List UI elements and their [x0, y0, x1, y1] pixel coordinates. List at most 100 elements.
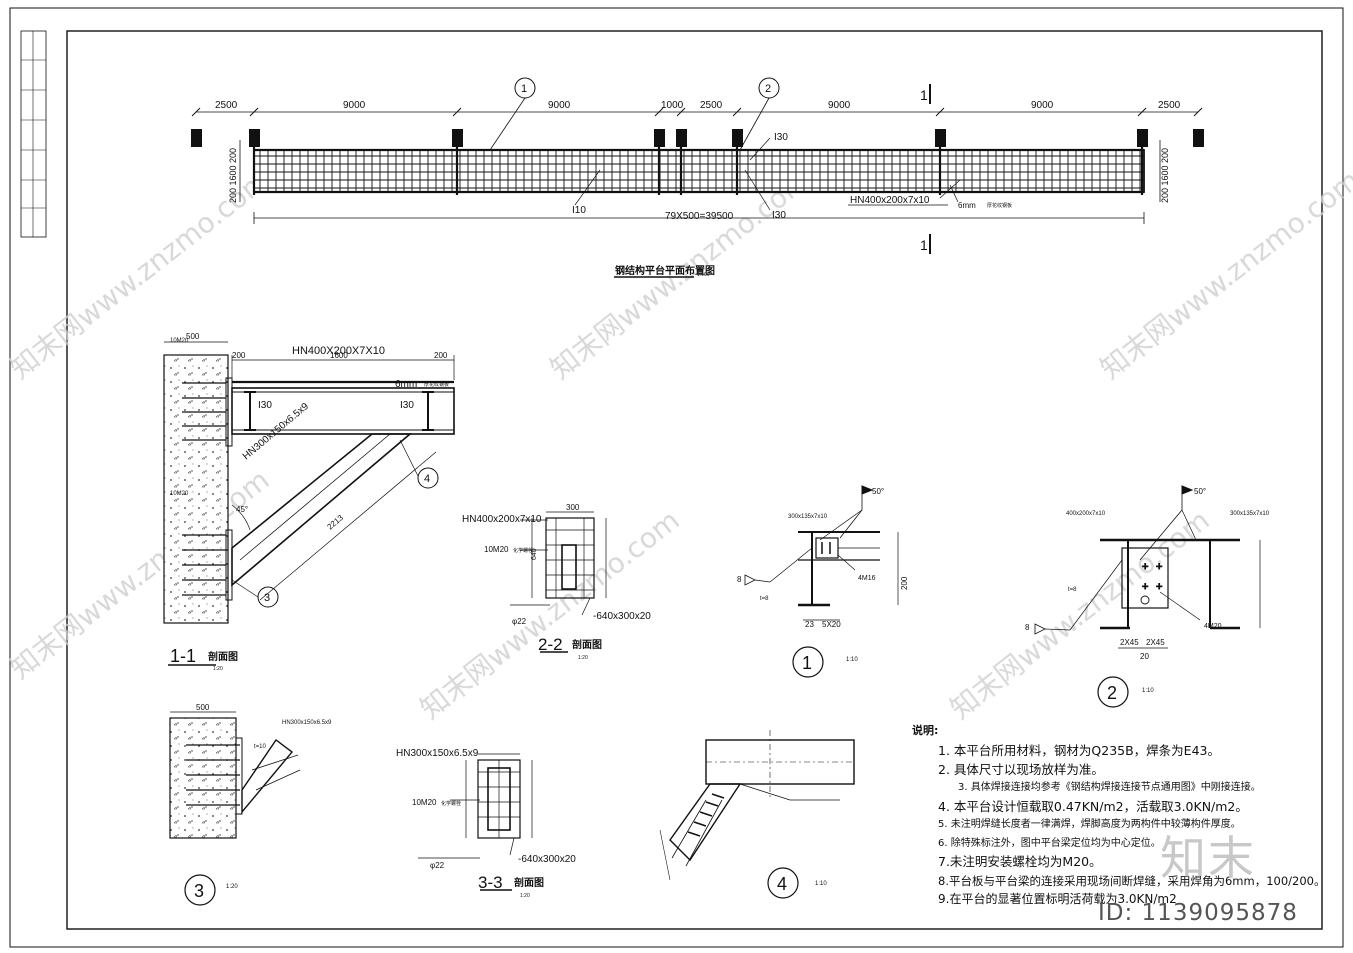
det2-beam-l: 400x200x7x10	[1066, 511, 1106, 517]
det4-scale: 1:10	[815, 881, 827, 887]
plan-beam-label: HN400x200x7x10	[850, 195, 930, 206]
section-3-3-labels: HN300x150x6.5x9 10M20 化学螺栓 -640x300x20 φ…	[396, 748, 576, 899]
detail-3-labels: 500 HN300x150x6.5x9 t=10 3 1:20	[194, 703, 332, 901]
svg-text:+: +	[1156, 561, 1162, 573]
plan-column	[732, 129, 743, 147]
det1-angle: 50°	[872, 487, 884, 496]
plan-labels: 2500 9000 9000 1000 2500 9000 9000 2500 …	[215, 83, 1181, 278]
sec11-callout-3: 3	[264, 592, 270, 604]
plan-dim-tick	[249, 107, 259, 117]
det1-num: 1	[802, 653, 812, 673]
sec11-i30-a: I30	[258, 400, 272, 411]
plan-dim-tick	[654, 107, 664, 117]
sec22-suffix: 剖面图	[572, 638, 602, 651]
sec11-dim-200b: 200	[434, 351, 448, 360]
note-line-8: 8.平台板与平台梁的连接采用现场间断焊缝，采用焊角为6mm，100/200。	[938, 873, 1326, 888]
plan-dim-5: 9000	[828, 100, 851, 111]
det1-bolt: 4M16	[858, 575, 876, 582]
plan-dim-tick	[1137, 107, 1147, 117]
sec11-dim-1600: 1600	[330, 351, 348, 360]
plan-column	[654, 129, 665, 147]
sec22-bolts: 10M20	[484, 545, 509, 554]
plan-column	[1193, 129, 1204, 147]
sec22-w: 300	[566, 503, 580, 512]
plan-scale: 1:100	[697, 272, 710, 278]
det1-weld: 8	[737, 575, 742, 584]
det2-d3: 20	[1140, 652, 1149, 661]
sec33-bolt-note: 化学螺栓	[441, 800, 461, 807]
plan-plate-label: 6mm	[958, 201, 976, 210]
sec11-callout-4: 4	[424, 473, 430, 485]
det3-dim: 500	[196, 703, 210, 712]
plan-dim-6: 9000	[1031, 100, 1054, 111]
sec33-scale: 1:20	[520, 893, 530, 899]
det2-scale: 1:10	[1142, 688, 1154, 694]
det2-num: 2	[1107, 683, 1117, 703]
svg-text:+: +	[1142, 581, 1148, 593]
watermark-text-6: 知末网www.znzmo.com	[944, 503, 1216, 725]
plan-i10: I10	[572, 205, 586, 216]
plan-dim-tick	[732, 107, 742, 117]
note-line-2: 2. 具体尺寸以现场放样为准。	[938, 761, 1104, 777]
plan-title: 钢结构平台平面布置图	[615, 264, 715, 277]
plan-dim-1: 9000	[343, 100, 366, 111]
sec11-i30-b: I30	[400, 400, 414, 411]
svg-text:+: +	[1142, 561, 1148, 573]
sec11-length: 2213	[326, 513, 346, 532]
plan-dim-tick	[191, 107, 201, 117]
outer-border	[9, 7, 1344, 948]
sec11-bolt-bot: 10M20	[170, 491, 189, 497]
det1-d3: 200	[900, 576, 909, 590]
notes-heading: 说明:	[912, 724, 939, 737]
notes-block: 说明: 1. 本平台所用材料，钢材为Q235B，焊条为E43。 2. 具体尺寸以…	[912, 722, 1342, 909]
det1-d2: 5X20	[822, 620, 841, 629]
plan-section-mark-top: 1	[920, 87, 928, 103]
sec11-dim-200a: 200	[232, 351, 246, 360]
plan-column	[1137, 129, 1148, 147]
plan-dim-0: 2500	[215, 100, 238, 111]
det1-beam: 300x135x7x10	[788, 514, 828, 520]
plan-dim-tick	[452, 107, 462, 117]
note-line-9: 9.在平台的显著位置标明活荷载为3.0KN/m2	[938, 892, 1177, 906]
sec22-title: 2-2	[538, 635, 563, 654]
sec33-suffix: 剖面图	[514, 876, 544, 889]
section-1-1	[163, 341, 455, 666]
inner-border	[66, 30, 1323, 930]
svg-text:+: +	[1156, 581, 1162, 593]
sec22-hole: φ22	[512, 617, 527, 626]
detail-1	[744, 485, 899, 678]
plan-column	[676, 129, 687, 147]
det1-t: t=8	[760, 596, 769, 602]
watermark-text-3: 知末网www.znzmo.com	[1094, 163, 1353, 385]
det2-t: t=8	[1068, 587, 1077, 593]
plan-column	[191, 129, 202, 147]
det2-d2: 2X45	[1146, 638, 1165, 647]
detail-2-labels: 400x200x7x10 300x135x7x10 50° 8 t=8 4M20…	[1025, 487, 1270, 703]
det3-brace: HN300x150x6.5x9	[282, 720, 332, 726]
note-line-6: 6. 除特殊标注外，图中平台梁定位均为中心定位。	[938, 837, 1161, 849]
plan-dim-tick	[935, 107, 945, 117]
plan-column	[935, 129, 946, 147]
sec33-title: 3-3	[478, 873, 503, 892]
sec11-bolt-top: 10M20	[170, 338, 189, 344]
det4-num: 4	[777, 874, 787, 894]
sec22-scale: 1:20	[578, 655, 588, 661]
det2-d1: 2X45	[1120, 638, 1139, 647]
detail-4-labels: 4 1:10	[777, 874, 827, 894]
det2-angle: 50°	[1194, 487, 1206, 496]
plan-callout-2: 2	[765, 83, 771, 95]
note-line-7: 7.未注明安装螺栓均为M20。	[938, 854, 1102, 869]
plan-dim-tick	[1193, 107, 1203, 117]
sec11-top-label: HN400X200X7X10	[292, 345, 385, 357]
plan-dim-2: 9000	[548, 100, 571, 111]
det1-d1: 23	[805, 620, 814, 629]
sec33-bolts: 10M20	[412, 798, 437, 807]
plan-total-dim: 79X500=39500	[665, 211, 734, 222]
note-line-1: 1. 本平台所用材料，钢材为Q235B，焊条为E43。	[938, 743, 1220, 758]
plan-i30-bottom: I30	[772, 210, 786, 221]
sec33-plate: -640x300x20	[518, 854, 576, 865]
plan-column	[249, 129, 260, 147]
plan-dim-tick	[676, 107, 686, 117]
note-line-3: 3. 具体焊接连接均参考《钢结构焊接连接节点通用图》中刚接连接。	[958, 782, 1261, 793]
plan-left-dims: 200 1600 200	[228, 148, 238, 203]
